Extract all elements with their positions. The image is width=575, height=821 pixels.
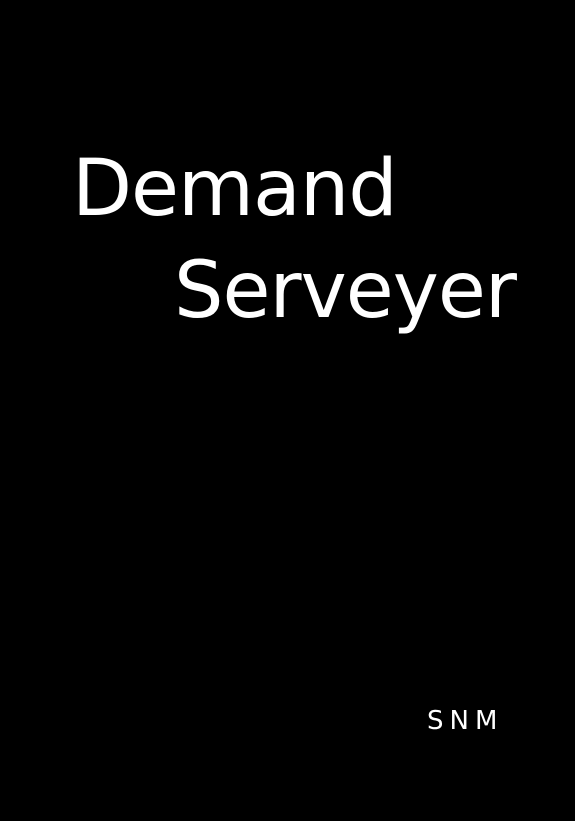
title-line-2: Serveyer [174,246,517,336]
title-line-1: Demand [72,144,398,234]
author-name: SNM [427,706,504,736]
